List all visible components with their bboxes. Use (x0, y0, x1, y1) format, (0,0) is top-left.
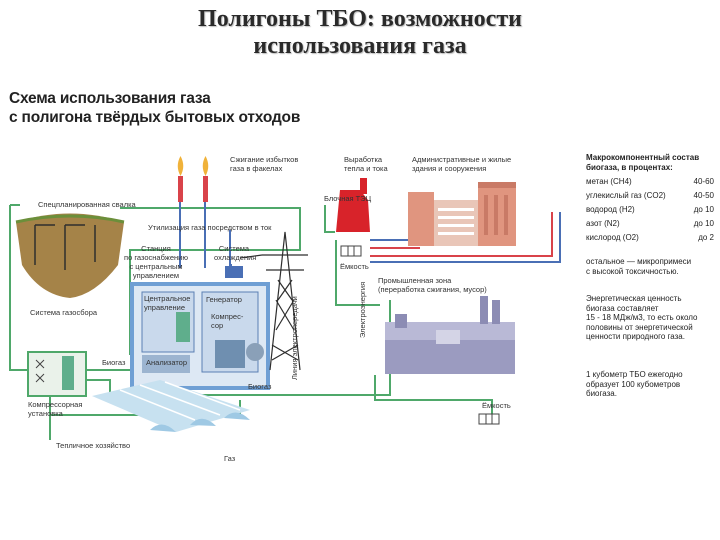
gas-value: до 10 (693, 219, 714, 228)
scheme-title-line-2: с полигона твёрдых бытовых отходов (9, 109, 301, 126)
sidebar-note-2-line: ценности природного газа. (586, 332, 685, 342)
gas-name: углекислый газ (CO2) (586, 191, 666, 200)
gas-row: метан (CH4) 40-60 (586, 177, 714, 187)
label-analyzer: Анализатор (146, 358, 188, 367)
sidebar-note-1: остальное — микропримеси с высокой токси… (586, 257, 691, 276)
label-grid-export: Утилизация газа посредством в ток (148, 223, 272, 232)
label-capacity-1: Ёмкость (340, 262, 369, 271)
label-landfill: Спецпланированная свалка (38, 200, 136, 209)
label-industrial-zone-line-1: Промышленная зона (378, 276, 452, 285)
gas-value: до 2 (698, 233, 714, 242)
label-heat-power-line-1: Выработка (344, 155, 383, 164)
label-greenhouse: Тепличное хозяйство (56, 441, 131, 450)
admin-buildings (408, 182, 516, 246)
sidebar-note-1-line: остальное — микропримеси (586, 257, 692, 266)
label-compressor-line-1: Компрес- (211, 312, 244, 321)
sidebar-note-2-line: половины от энергетической (586, 322, 693, 332)
sidebar-note-2: Энергетическая ценность биогаза составля… (586, 294, 697, 342)
landfill (15, 213, 125, 298)
label-station-line-2: по газоснабжению (124, 253, 188, 262)
label-compressor-unit-line-2: установка (28, 409, 63, 418)
label-heat-power-line-2: тепла и тока (344, 164, 388, 173)
gas-row: азот (N2) до 10 (586, 219, 714, 229)
label-compressor-line-2: сор (211, 321, 224, 330)
gas-value: 40-60 (693, 177, 714, 186)
label-gas-collection: Система газосбора (30, 308, 98, 317)
gas-value: 40-50 (693, 191, 714, 200)
power-plant (130, 266, 270, 390)
industrial-zone (385, 296, 515, 425)
sidebar-note-3-line: образует 100 кубометров (586, 379, 681, 389)
gas-row: водород (H2) до 10 (586, 205, 714, 215)
label-gas: Газ (224, 454, 236, 463)
scheme-title: Схема использования газа с полигона твёр… (9, 89, 300, 127)
slide-title: Полигоны ТБО: возможности использования … (0, 6, 720, 60)
sidebar-note-3: 1 кубометр ТБО ежегодно образует 100 куб… (586, 370, 683, 399)
flares (177, 156, 209, 202)
label-biogas-1: Биогаз (102, 358, 126, 367)
gas-name: метан (CH4) (586, 177, 632, 186)
label-cooling-line-2: охлаждения (214, 253, 257, 262)
sidebar-heading-line-2: биогаза, в процентах: (586, 162, 673, 172)
gas-value: до 10 (693, 205, 714, 214)
label-cooling-line-1: Система (218, 244, 250, 253)
label-compressor-unit-line-1: Компрессорная (28, 400, 83, 409)
label-capacity-2: Ёмкость (482, 401, 511, 410)
sidebar-note-2-line: биогаза составляет (586, 303, 659, 313)
sidebar-heading: Макрокомпонентный состав биогаза, в проц… (586, 153, 699, 172)
label-electricity: Электроэнергия (358, 281, 367, 338)
sidebar-note-1-line: с высокой токсичностью. (586, 266, 679, 276)
label-central-control-line-1: Центральное (144, 294, 191, 303)
gas-name: кислород (O2) (586, 233, 639, 242)
label-admin-buildings-line-2: здания и сооружения (412, 164, 487, 173)
compressor-unit-drawing (27, 351, 87, 397)
label-flare: Сжигание избытков газа в факелах (230, 155, 298, 173)
gas-row: углекислый газ (CO2) 40-50 (586, 191, 714, 201)
gas-name: азот (N2) (586, 219, 620, 228)
gas-name: водород (H2) (586, 205, 635, 214)
block-tpp (336, 178, 370, 257)
sidebar-heading-line-1: Макрокомпонентный состав (586, 153, 700, 162)
label-central-control: Центральное управление (144, 294, 190, 312)
sidebar-note-2-line: Энергетическая ценность (586, 294, 682, 303)
label-station: Станция по газоснабжению с центральным у… (120, 244, 192, 280)
label-flare-line-1: Сжигание избытков (230, 155, 299, 164)
label-admin-buildings: Административные и жилые здания и сооруж… (412, 155, 511, 173)
sidebar-note-2-line: 15 - 18 МДж/м3, то есть около (586, 313, 698, 323)
label-block-tpp: Блочная ТЭЦ (324, 194, 372, 203)
greenhouses (92, 380, 250, 432)
label-cooling: Система охлаждения (214, 244, 257, 262)
blue-pipes (179, 200, 561, 268)
sidebar-note-3-line: биогаза. (586, 389, 617, 399)
gas-row: кислород (O2) до 2 (586, 233, 714, 243)
label-power-line: Линия электропередачи (290, 296, 299, 380)
label-biogas-2: Биогаз (248, 382, 272, 391)
label-flare-line-2: газа в факелах (230, 164, 283, 173)
label-admin-buildings-line-1: Административные и жилые (412, 155, 512, 164)
label-central-control-line-2: управление (144, 303, 186, 312)
label-generator: Генератор (206, 295, 242, 304)
power-tower (239, 231, 308, 371)
scheme-title-line-1: Схема использования газа (9, 90, 211, 107)
label-station-line-3: с центральным (129, 262, 183, 271)
sidebar-note-3-line: 1 кубометр ТБО ежегодно (586, 370, 683, 379)
label-station-line-4: управлением (132, 271, 180, 280)
slide-title-line-1: Полигоны ТБО: возможности (198, 6, 522, 32)
slide-title-line-2: использования газа (253, 33, 467, 59)
label-industrial-zone: Промышленная зона (переработка сжигания,… (378, 276, 487, 294)
label-heat-power: Выработка тепла и тока (344, 155, 388, 173)
label-station-line-1: Станция (141, 244, 171, 253)
red-pipes (370, 212, 553, 257)
label-compressor-unit: Компрессорная установка (28, 400, 82, 418)
label-industrial-zone-line-2: (переработка сжигания, мусор) (378, 285, 487, 294)
label-compressor: Компрес- сор (211, 312, 243, 330)
